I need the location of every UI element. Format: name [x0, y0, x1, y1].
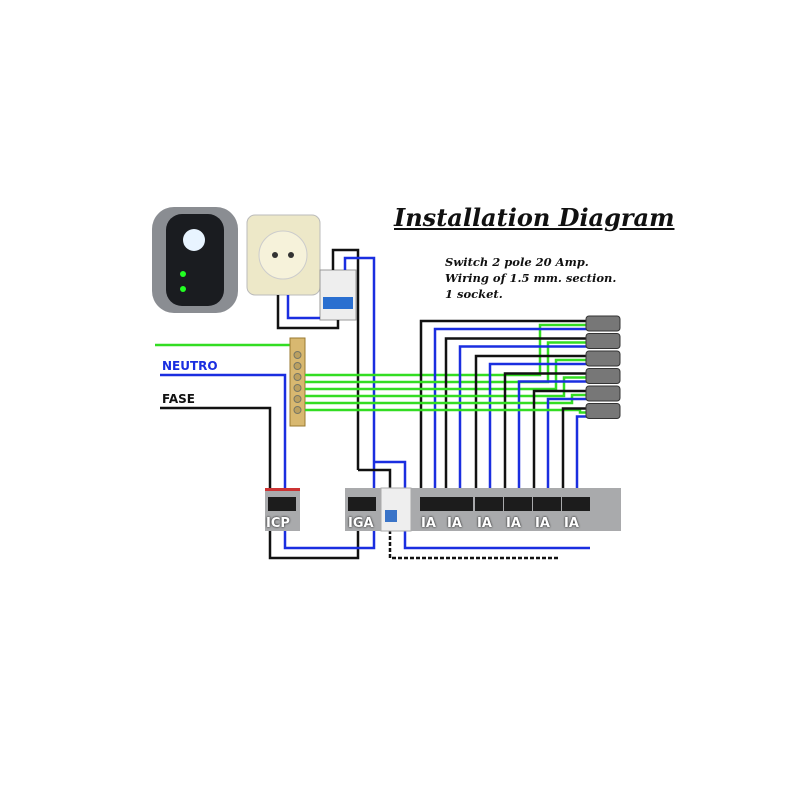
- socket-outlet: [585, 333, 621, 349]
- circuit-phase-wire: [419, 319, 588, 490]
- energy-saver-face: [166, 214, 224, 306]
- rcd-neutral-bus: [403, 530, 590, 550]
- circuit-phase-wire: [444, 337, 588, 490]
- breaker-lever: [268, 497, 296, 511]
- ia-label-5: IA: [535, 516, 550, 531]
- wire-switch-neutral: [343, 256, 376, 488]
- wire-socket-phase: [276, 295, 340, 330]
- two-pole-switch: [319, 269, 357, 321]
- phase-label: FASE: [162, 392, 195, 406]
- neutral-label: NEUTRO: [162, 359, 218, 373]
- circuit-phase-wire: [532, 389, 588, 490]
- circuit-ground-wire: [305, 408, 588, 414]
- ia-label-1: IA: [421, 516, 436, 531]
- socket-hole: [288, 252, 294, 258]
- ground-screw: [293, 384, 302, 392]
- circuit-ground-wire: [305, 323, 588, 377]
- wire-socket-neutral: [286, 295, 320, 320]
- breaker-lever: [562, 497, 590, 511]
- wire-iga-rcd: [358, 468, 392, 490]
- rcd-test-button: [385, 510, 397, 522]
- circuit-phase-wire: [503, 372, 588, 490]
- ia-label-2: IA: [447, 516, 462, 531]
- led-icon: [180, 286, 186, 292]
- circuit-neutral-wire: [546, 397, 588, 490]
- led-icon: [180, 271, 186, 277]
- neutral-wire: [160, 373, 287, 490]
- circuit-neutral-wire: [488, 362, 588, 490]
- socket-outlet: [585, 350, 621, 367]
- breaker-lever: [420, 497, 448, 511]
- breaker-lever: [475, 497, 503, 511]
- ground-screw: [293, 362, 302, 370]
- circuit-phase-wire: [474, 354, 588, 490]
- rcd-breaker: [380, 487, 412, 532]
- wire-iga-rcd: [374, 460, 407, 490]
- rcd-phase-bus: [388, 530, 560, 560]
- circuit-neutral-wire: [458, 345, 588, 490]
- switch-toggle: [323, 297, 353, 309]
- diagram-title: Installation Diagram: [394, 203, 675, 232]
- socket-outlet: [585, 403, 621, 419]
- ia-label-6: IA: [564, 516, 579, 531]
- iga-label: IGA: [348, 516, 374, 531]
- note-socket: 1 socket.: [445, 287, 503, 301]
- socket-face: [258, 230, 308, 280]
- breaker-lever: [348, 497, 376, 511]
- socket-outlet: [585, 315, 621, 332]
- wire-icp-iga-phase: [268, 530, 360, 560]
- icp-label: ICP: [266, 516, 290, 531]
- ground-screw: [293, 351, 302, 359]
- energy-saver-logo: [183, 229, 205, 251]
- breaker-lever: [445, 497, 473, 511]
- socket-outlet: [585, 368, 621, 384]
- note-wiring: Wiring of 1.5 mm. section.: [445, 271, 617, 285]
- ground-screw: [293, 406, 302, 414]
- circuit-ground-wire: [305, 341, 588, 384]
- circuit-neutral-wire: [517, 380, 588, 490]
- ia-label-4: IA: [506, 516, 521, 531]
- socket-outlet: [585, 385, 621, 402]
- phase-wire: [160, 406, 272, 490]
- wire-switch-phase: [331, 248, 360, 470]
- circuit-neutral-wire: [575, 415, 588, 490]
- circuit-phase-wire: [561, 407, 588, 490]
- ground-screw: [293, 373, 302, 381]
- ground-screw: [293, 395, 302, 403]
- circuit-neutral-wire: [433, 327, 588, 490]
- icp-stripe: [265, 488, 300, 491]
- diagram-notes: Switch 2 pole 20 Amp. Wiring of 1.5 mm. …: [445, 254, 616, 302]
- socket-hole: [272, 252, 278, 258]
- breaker-lever: [533, 497, 561, 511]
- note-switch: Switch 2 pole 20 Amp.: [445, 255, 589, 269]
- circuit-ground-wire: [305, 376, 588, 398]
- breaker-lever: [504, 497, 532, 511]
- ia-label-3: IA: [477, 516, 492, 531]
- wire-icp-iga-neutral: [283, 530, 376, 550]
